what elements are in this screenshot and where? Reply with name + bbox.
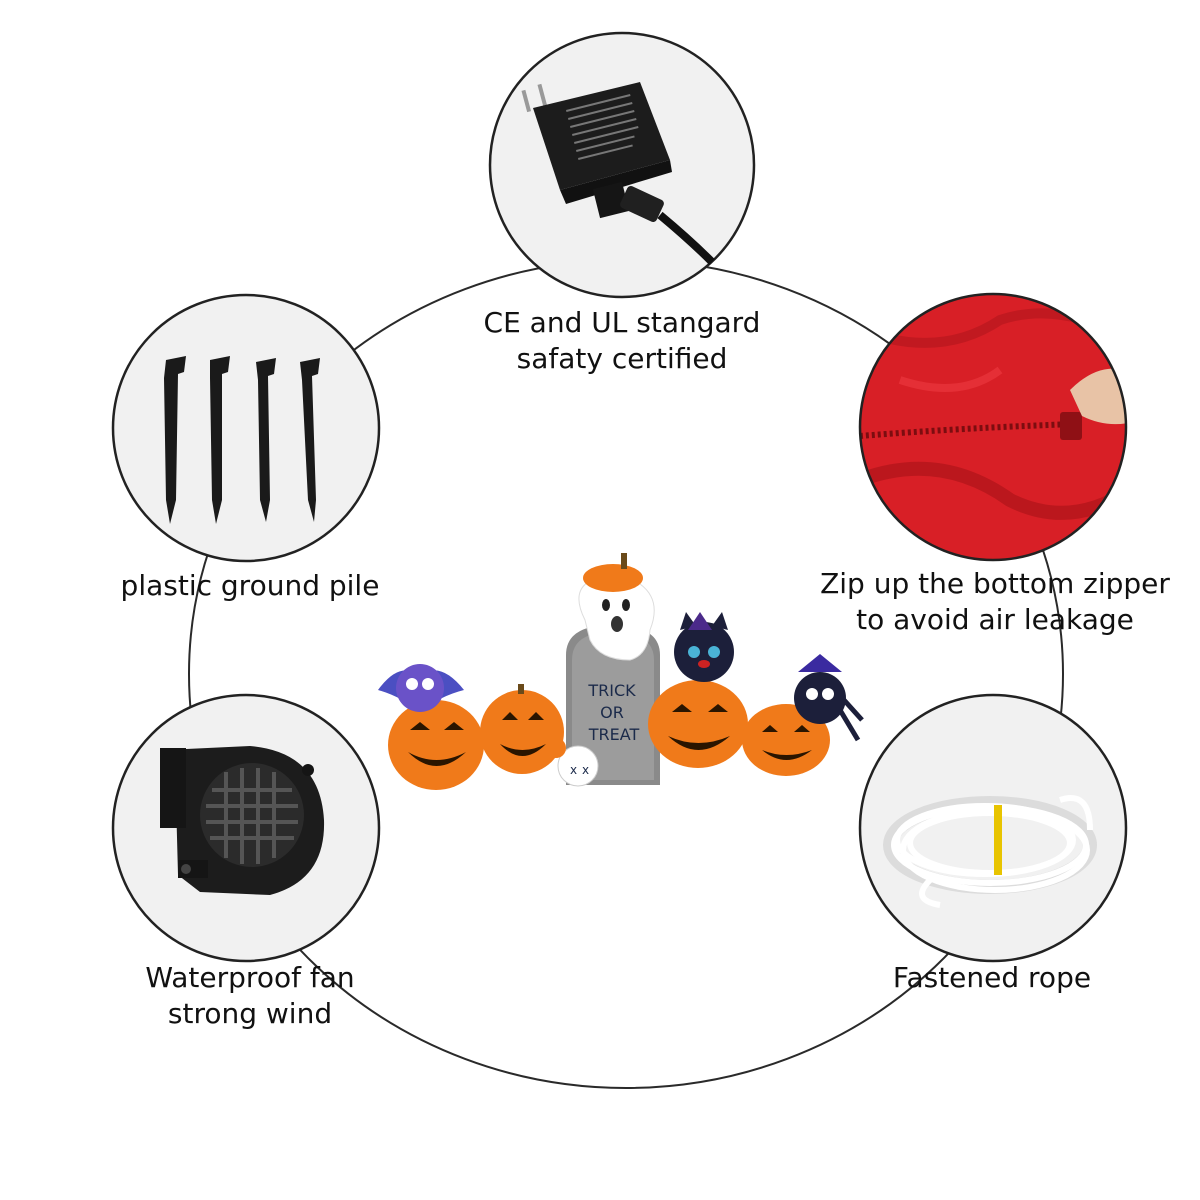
fan-bubble — [111, 693, 381, 963]
spider-figure — [794, 654, 864, 742]
ground-stake-icon — [164, 356, 320, 524]
halloween-inflatable-product: TRICK OR TREAT — [378, 553, 864, 790]
stakes-caption: plastic ground pile — [100, 568, 400, 604]
svg-text:x: x — [570, 763, 577, 777]
pumpkin-4 — [742, 704, 830, 776]
owl-figure — [378, 664, 464, 712]
rope-bubble — [858, 693, 1128, 963]
stakes-bubble — [111, 293, 381, 563]
power-adapter-icon — [521, 82, 715, 265]
adapter-caption-line1: CE and UL stangard — [483, 306, 761, 339]
tombstone-line3: TREAT — [588, 725, 640, 744]
tombstone-line2: OR — [600, 703, 624, 722]
svg-text:x: x — [582, 763, 589, 777]
zipper-caption: Zip up the bottom zipper to avoid air le… — [795, 566, 1195, 638]
cat-figure — [674, 612, 734, 682]
stakes-caption-line1: plastic ground pile — [120, 569, 380, 602]
fan-caption: Waterproof fan strong wind — [100, 960, 400, 1032]
adapter-caption: CE and UL stangard safaty certified — [422, 305, 822, 377]
zipper-bubble — [858, 292, 1128, 562]
pumpkin-3 — [648, 680, 748, 768]
rope-caption-line1: Fastened rope — [892, 961, 1092, 994]
adapter-caption-line2: safaty certified — [516, 342, 728, 375]
blower-fan-icon — [160, 746, 325, 895]
zipper-icon — [860, 412, 1082, 440]
skull-figure: x x — [546, 738, 599, 787]
pumpkin-1 — [388, 700, 484, 790]
pumpkin-2 — [480, 684, 564, 774]
zipper-caption-line1: Zip up the bottom zipper — [820, 567, 1170, 600]
fan-caption-line1: Waterproof fan — [145, 961, 355, 994]
rope-coil-icon — [883, 795, 1097, 908]
fan-caption-line2: strong wind — [167, 997, 333, 1030]
tombstone-line1: TRICK — [587, 681, 636, 700]
zipper-caption-line2: to avoid air leakage — [856, 603, 1134, 636]
adapter-bubble — [488, 31, 756, 299]
rope-caption: Fastened rope — [842, 960, 1142, 996]
